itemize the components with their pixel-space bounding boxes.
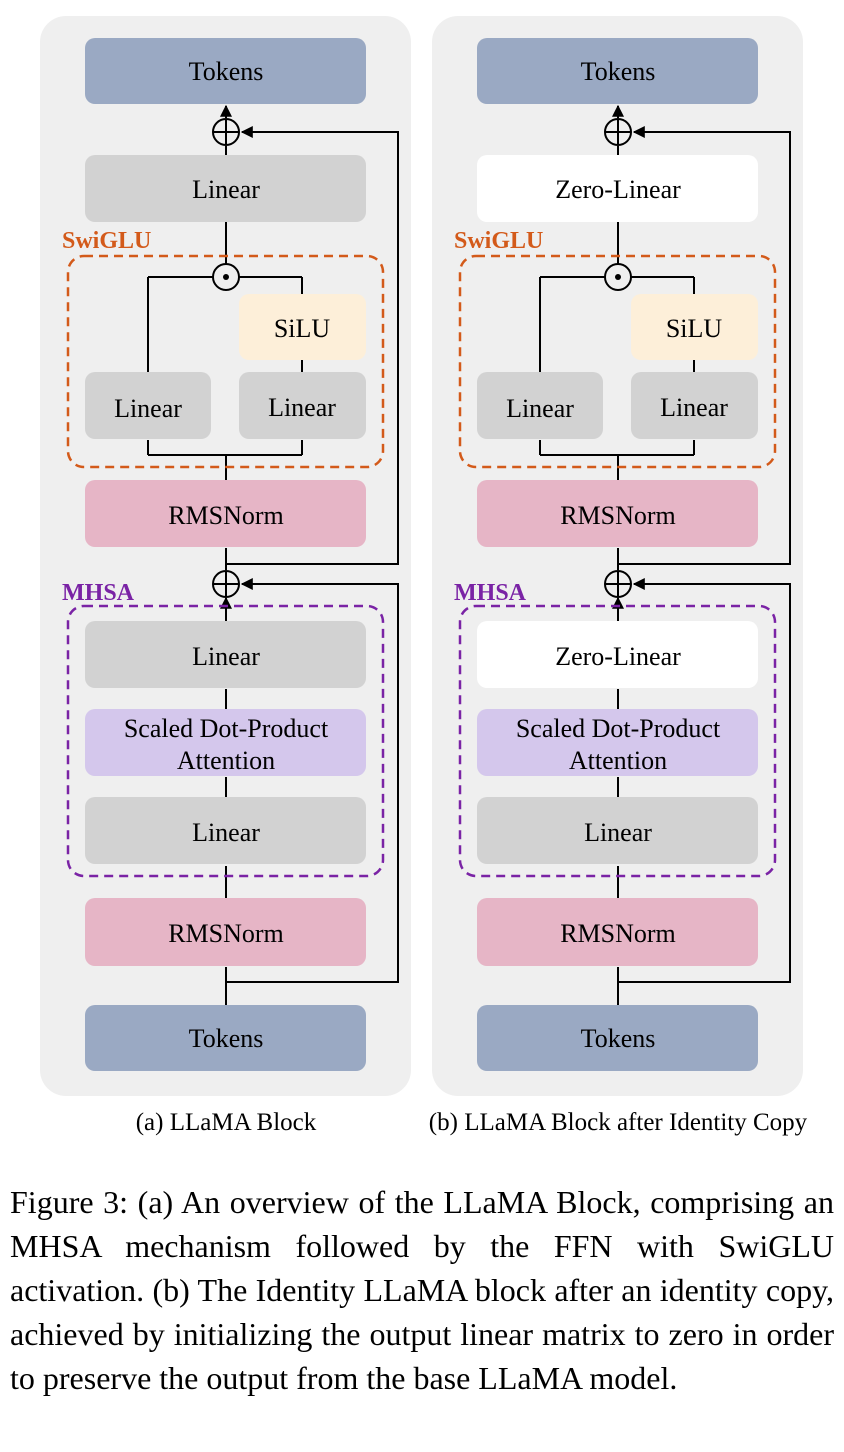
attn-output-box bbox=[85, 621, 366, 688]
norm2-label: RMSNorm bbox=[560, 501, 676, 530]
attn-input-box bbox=[477, 797, 758, 864]
panel-a: Tokens Linear SiLU Linear Linear RMSNorm… bbox=[40, 16, 411, 1136]
panel-caption: (b) LLaMA Block after Identity Copy bbox=[429, 1109, 808, 1136]
attention-box bbox=[477, 709, 758, 776]
residual-add-mid-icon bbox=[212, 570, 240, 598]
norm2-box bbox=[477, 480, 758, 547]
elementwise-multiply-icon bbox=[212, 263, 240, 291]
gate-linear-box bbox=[85, 372, 211, 439]
connectors bbox=[539, 104, 791, 1005]
up-linear-label: Linear bbox=[268, 393, 336, 422]
norm1-box bbox=[477, 898, 758, 966]
silu-box bbox=[239, 294, 366, 360]
top-tokens-box bbox=[85, 38, 366, 104]
attention-label-line1: Scaled Dot-Product bbox=[516, 714, 721, 743]
norm1-label: RMSNorm bbox=[560, 919, 676, 948]
panel-caption: (a) LLaMA Block bbox=[136, 1109, 317, 1136]
swiglu-label: SwiGLU bbox=[454, 228, 543, 254]
attention-label-line1: Scaled Dot-Product bbox=[124, 714, 329, 743]
connectors bbox=[147, 104, 399, 1005]
residual-add-mid-icon bbox=[604, 570, 632, 598]
mhsa-group bbox=[66, 604, 385, 878]
up-linear-box bbox=[239, 372, 366, 439]
ffn-output-box bbox=[477, 155, 758, 222]
mhsa-label: MHSA bbox=[62, 580, 135, 606]
figure-diagram: Tokens Linear SiLU Linear Linear RMSNorm… bbox=[40, 16, 808, 1136]
attn-output-label: Linear bbox=[192, 642, 260, 671]
silu-label: SiLU bbox=[274, 314, 331, 343]
attn-output-label: Zero-Linear bbox=[555, 642, 681, 671]
attention-label-line2: Attention bbox=[177, 746, 275, 775]
figure-caption-text: Figure 3: (a) An overview of the LLaMA B… bbox=[10, 1184, 834, 1396]
bottom-tokens-box bbox=[85, 1005, 366, 1071]
attention-box bbox=[85, 709, 366, 776]
gate-linear-label: Linear bbox=[114, 394, 182, 423]
gate-linear-box bbox=[477, 372, 603, 439]
attention-label-line2: Attention bbox=[569, 746, 667, 775]
elementwise-multiply-icon bbox=[604, 263, 632, 291]
swiglu-group bbox=[458, 254, 777, 469]
norm1-box bbox=[85, 898, 366, 966]
figure-caption: Figure 3: (a) An overview of the LLaMA B… bbox=[10, 1180, 834, 1400]
bottom-tokens-box bbox=[477, 1005, 758, 1071]
residual-add-top-icon bbox=[604, 118, 632, 146]
ffn-output-label: Linear bbox=[192, 175, 260, 204]
top-tokens-box bbox=[477, 38, 758, 104]
bottom-tokens-label: Tokens bbox=[189, 1024, 264, 1053]
up-linear-box bbox=[631, 372, 758, 439]
norm2-box bbox=[85, 480, 366, 547]
attn-input-label: Linear bbox=[192, 818, 260, 847]
residual-add-top-icon bbox=[212, 118, 240, 146]
swiglu-group bbox=[66, 254, 385, 469]
gate-linear-label: Linear bbox=[506, 394, 574, 423]
attn-input-label: Linear bbox=[584, 818, 652, 847]
silu-box bbox=[631, 294, 758, 360]
up-linear-label: Linear bbox=[660, 393, 728, 422]
top-tokens-label: Tokens bbox=[581, 57, 656, 86]
attn-output-box bbox=[477, 621, 758, 688]
swiglu-label: SwiGLU bbox=[62, 228, 151, 254]
attn-input-box bbox=[85, 797, 366, 864]
ffn-output-box bbox=[85, 155, 366, 222]
norm2-label: RMSNorm bbox=[168, 501, 284, 530]
mhsa-label: MHSA bbox=[454, 580, 527, 606]
mhsa-group bbox=[458, 604, 777, 878]
top-tokens-label: Tokens bbox=[189, 57, 264, 86]
bottom-tokens-label: Tokens bbox=[581, 1024, 656, 1053]
silu-label: SiLU bbox=[666, 314, 723, 343]
panel-b: Tokens Zero-Linear SiLU Linear Linear RM… bbox=[429, 16, 808, 1136]
norm1-label: RMSNorm bbox=[168, 919, 284, 948]
ffn-output-label: Zero-Linear bbox=[555, 175, 681, 204]
